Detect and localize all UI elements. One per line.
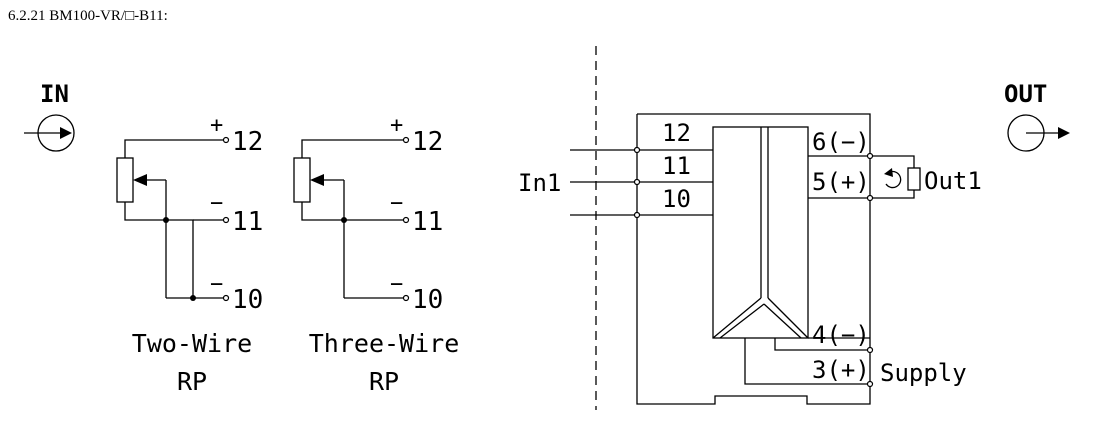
two-wire-minus-10: − (210, 272, 223, 297)
module-out-terminal-5: 5(+) (812, 168, 870, 196)
module-supply-terminal-4: 4(−) (812, 321, 870, 349)
three-wire-plus: + (390, 113, 403, 138)
three-wire-caption-line1: Three-Wire (309, 329, 460, 358)
three-wire-caption-line2: RP (369, 367, 399, 396)
two-wire-minus-11: − (210, 191, 223, 216)
output-symbol: OUT (1004, 80, 1070, 152)
module-out1-label: Out1 (924, 167, 982, 195)
module-out-terminal-6: 6(−) (812, 128, 870, 156)
two-wire-terminal-12: 12 (232, 127, 263, 157)
module-in-terminal-11: 11 (662, 152, 691, 180)
two-wire-terminal-10: 10 (232, 285, 263, 315)
in-label: IN (40, 80, 69, 108)
module-in-terminal-10: 10 (662, 185, 691, 213)
module-in1-label: In1 (518, 169, 561, 197)
module-in-terminal-12: 12 (662, 119, 691, 147)
three-wire-minus-11: − (390, 191, 403, 216)
three-wire-rp: + − − 12 11 10 Three-Wire RP (293, 113, 460, 396)
three-wire-terminal-10: 10 (412, 285, 443, 315)
three-wire-terminal-12: 12 (412, 127, 443, 157)
module-block: In1 12 11 10 6(−) 5(+) Out1 4(−) 3(+) (518, 113, 982, 405)
module-supply-terminal-3: 3(+) (812, 356, 870, 384)
two-wire-terminal-11: 11 (232, 207, 263, 237)
module-supply-label: Supply (880, 359, 967, 387)
two-wire-plus: + (210, 113, 223, 138)
three-wire-minus-10: − (390, 272, 403, 297)
out-label: OUT (1004, 80, 1047, 108)
two-wire-rp: + − − 12 11 10 Two-Wire RP (116, 113, 263, 396)
two-wire-caption-line1: Two-Wire (132, 329, 252, 358)
three-wire-terminal-11: 11 (412, 207, 443, 237)
section-heading: 6.2.21 BM100-VR/□-B11: (8, 8, 168, 24)
input-symbol: IN (24, 80, 75, 152)
two-wire-caption-line2: RP (177, 367, 207, 396)
